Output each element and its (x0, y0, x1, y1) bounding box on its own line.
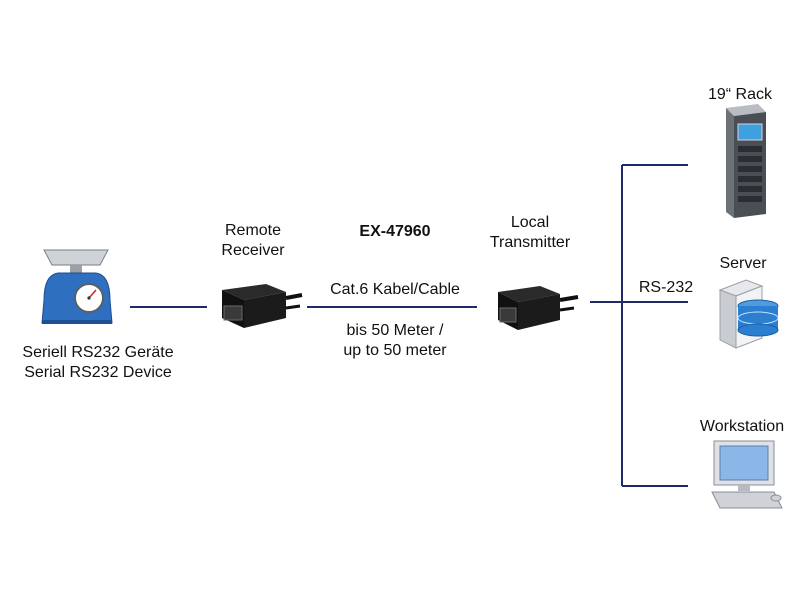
remote-label-line1: Remote (224, 222, 282, 239)
server-database-icon (718, 279, 779, 349)
workstation-icon (711, 440, 783, 509)
cable-type-label: Cat.6 Kabel/Cable (330, 281, 460, 298)
server-rack-icon (726, 104, 766, 218)
local-label-line2: Transmitter (489, 234, 571, 251)
workstation-label: Workstation (699, 418, 785, 435)
cable-distance-en: up to 50 meter (343, 342, 447, 359)
device-label-en: Serial RS232 Device (24, 364, 172, 381)
cable-distance-de: bis 50 Meter / (346, 322, 444, 339)
cable-distance-label: bis 50 Meter / up to 50 meter (305, 321, 485, 361)
rs232-label: RS-232 (638, 279, 694, 296)
remote-label-line2: Receiver (221, 242, 285, 259)
local-transmitter-label: Local Transmitter (470, 213, 590, 253)
product-code-label: EX-47960 (359, 223, 431, 240)
rack-label: 19“ Rack (707, 86, 773, 103)
local-transmitter-adapter-icon (498, 286, 579, 330)
device-label-de: Seriell RS232 Geräte (22, 344, 174, 361)
local-label-line1: Local (510, 214, 550, 231)
serial-device-label: Seriell RS232 Geräte Serial RS232 Device (0, 343, 196, 383)
remote-receiver-label: Remote Receiver (198, 221, 308, 261)
connection-lines (130, 164, 688, 487)
server-label: Server (719, 255, 767, 272)
scale-icon (41, 249, 113, 324)
remote-receiver-adapter-icon (222, 284, 303, 328)
